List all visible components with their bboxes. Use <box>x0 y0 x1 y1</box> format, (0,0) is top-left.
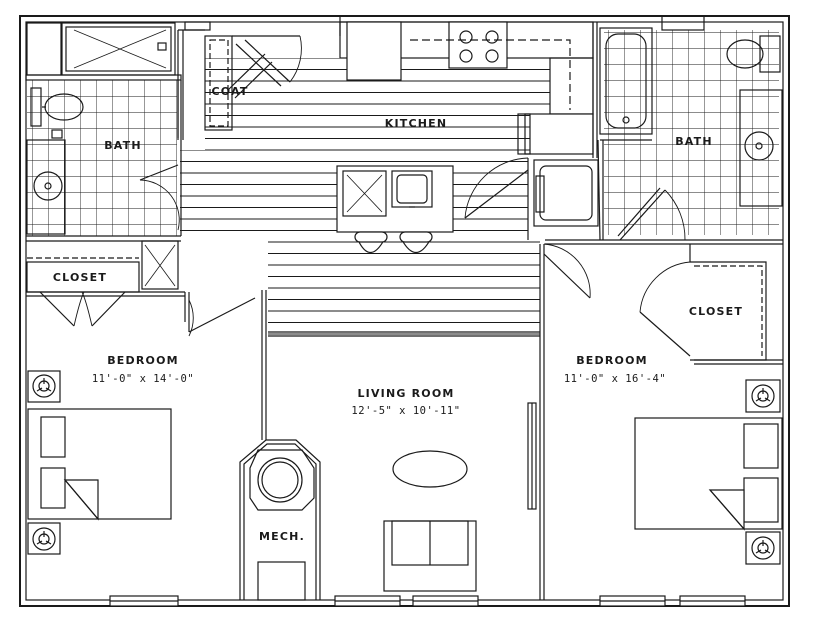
living-room <box>268 331 540 592</box>
label-bath-left: BATH <box>104 139 142 152</box>
label-mech: MECH. <box>259 530 305 543</box>
bath-right <box>464 15 783 245</box>
outer-wall-outer <box>19 15 790 607</box>
label-bath-right: BATH <box>675 135 713 148</box>
bedroom-right <box>539 243 783 600</box>
kitchen-island <box>336 165 454 254</box>
label-bedroom-right-dims: 11'-0" x 16'-4" <box>564 373 666 385</box>
bath-right-tile <box>604 30 779 235</box>
label-closet-left: CLOSET <box>53 271 107 284</box>
mech-room <box>239 439 321 601</box>
label-bedroom-left-dims: 11'-0" x 14'-0" <box>92 373 194 385</box>
coat-closet <box>177 21 302 140</box>
windows-bottom <box>109 595 746 607</box>
kitchen-counters <box>339 16 598 158</box>
label-bedroom-left: BEDROOM <box>107 354 179 367</box>
bath-left-tile <box>27 80 177 236</box>
label-bedroom-right: BEDROOM <box>576 354 648 367</box>
closet-left <box>26 240 179 327</box>
hall-floor <box>268 238 540 336</box>
label-closet-right: CLOSET <box>689 305 743 318</box>
label-living-room-dims: 12'-5" x 10'-11" <box>351 405 460 417</box>
label-coat: COAT <box>211 85 248 98</box>
label-kitchen: KITCHEN <box>385 117 448 130</box>
bedroom-left <box>26 290 267 555</box>
label-living-room: LIVING ROOM <box>357 387 454 400</box>
